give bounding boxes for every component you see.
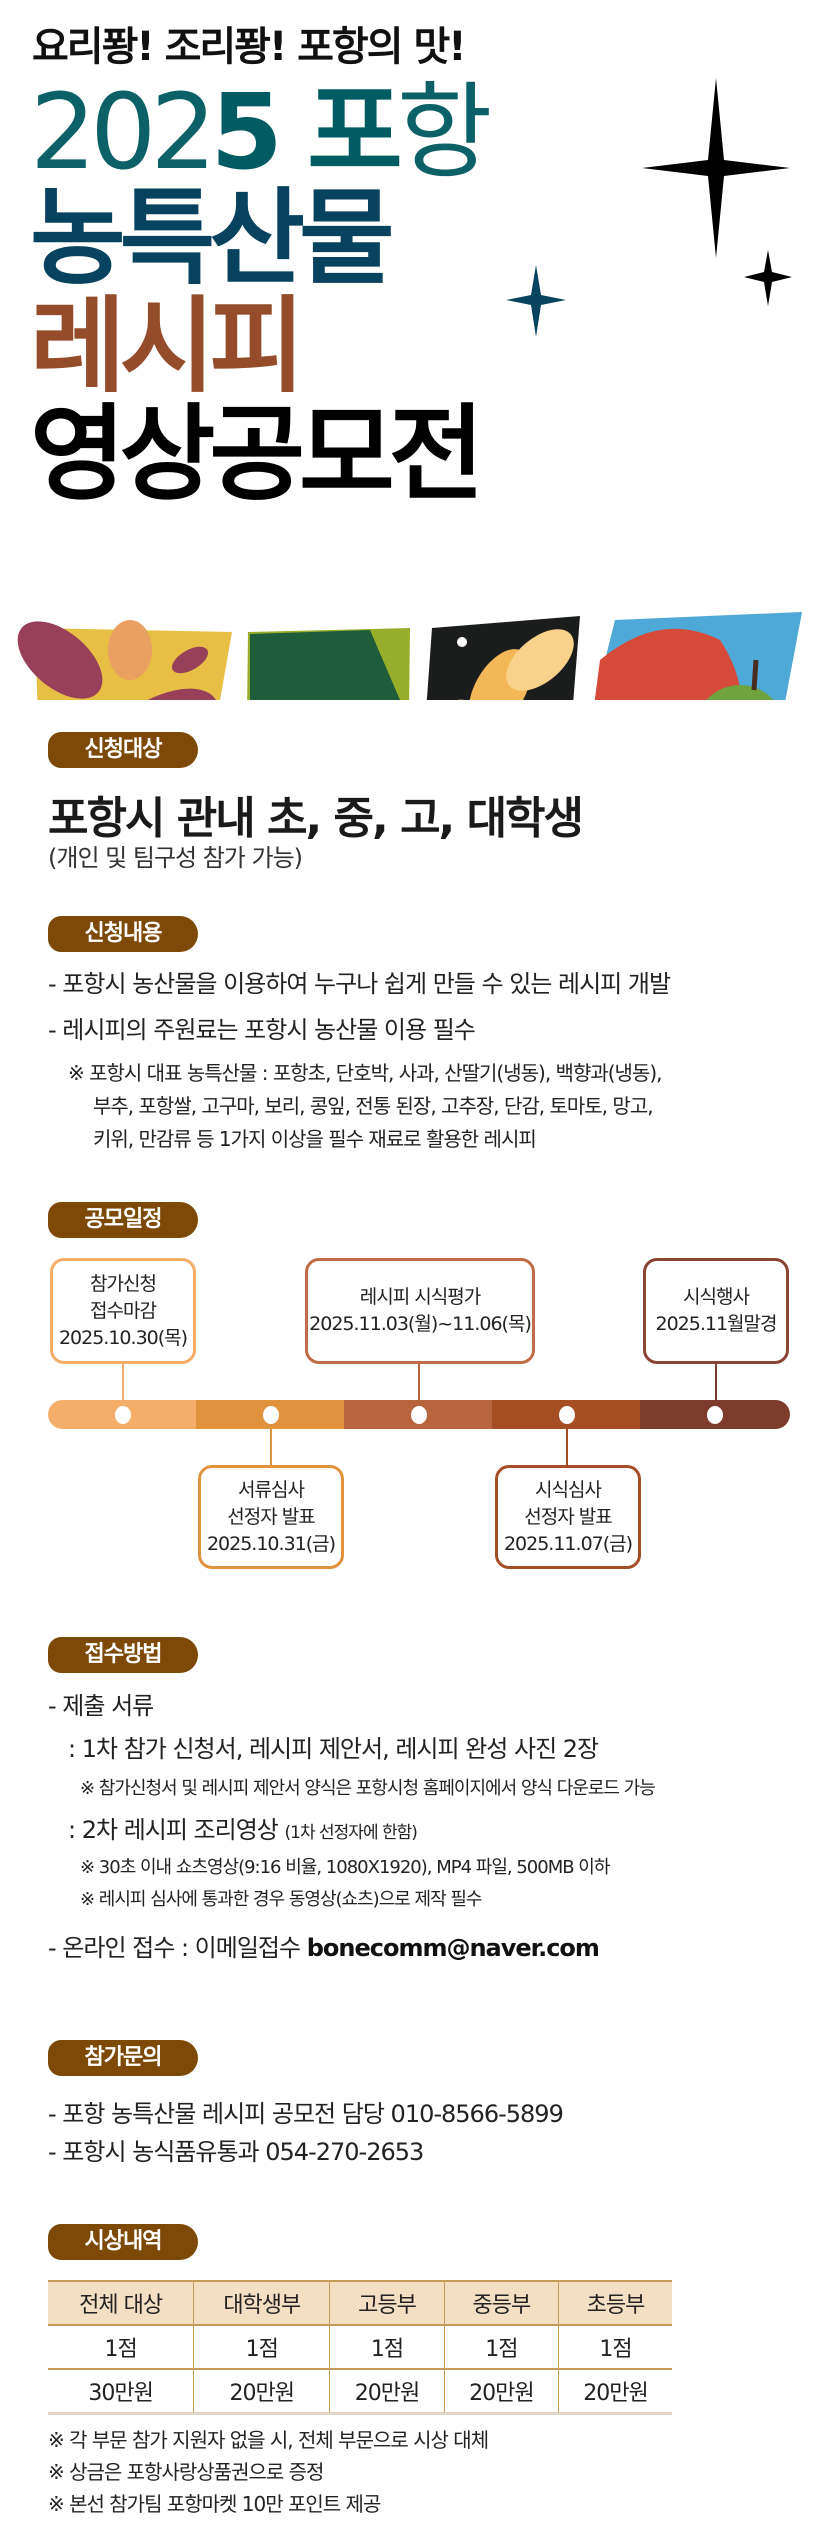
table-cell: 1점 <box>193 2325 330 2370</box>
section-badge-method: 접수방법 <box>48 1637 198 1673</box>
content-note-1: ※ 포항시 대표 농특산물 : 포항초, 단호박, 사과, 산딸기(냉동), 백… <box>68 1061 663 1085</box>
connector <box>566 1429 568 1466</box>
table-header: 중등부 <box>443 2280 559 2326</box>
event-date: 2025.11.03(월)~11.06(목) <box>309 1313 532 1335</box>
table-header: 고등부 <box>329 2280 445 2326</box>
section-badge-inquiry: 참가문의 <box>48 2040 198 2076</box>
event-label: 시식심사 <box>535 1478 602 1501</box>
method-second-label: : 2차 레시피 조리영상 <box>68 1816 279 1844</box>
section-badge-awards: 시상내역 <box>48 2224 198 2260</box>
method-second-small: (1차 선정자에 한함) <box>284 1823 418 1843</box>
event-label: 참가신청 <box>90 1272 157 1295</box>
title-po: 포 <box>276 71 403 193</box>
event-label: 서류심사 <box>238 1478 305 1501</box>
table-cell: 1점 <box>329 2325 445 2370</box>
event-label: 접수마감 <box>90 1299 157 1322</box>
method-online: - 온라인 접수 : 이메일접수 bonecomm@naver.com <box>48 1928 600 1963</box>
awards-note: ※ 각 부문 참가 지원자 없을 시, 전체 부문으로 시상 대체 <box>48 2428 489 2452</box>
method-second-note-2: ※ 레시피 심사에 통과한 경우 동영상(쇼츠)으로 제작 필수 <box>80 1889 482 1910</box>
sparkle-small-icon <box>744 250 792 306</box>
connector <box>715 1363 717 1400</box>
method-first: : 1차 참가 신청서, 레시피 제안서, 레시피 완성 사진 2장 <box>68 1735 599 1763</box>
table-cell: 1점 <box>48 2325 194 2370</box>
connector <box>122 1363 124 1400</box>
method-online-label: - 온라인 접수 : 이메일접수 <box>48 1934 307 1962</box>
method-second-note-1: ※ 30초 이내 쇼츠영상(9:16 비율, 1080X1920), MP4 파… <box>80 1857 610 1878</box>
content-note-3: 키위, 만감류 등 1가지 이상을 필수 재료로 활용한 레시피 <box>93 1127 537 1151</box>
title-year-bold: 5 <box>210 71 283 193</box>
timeline-dot <box>115 1406 131 1424</box>
table-row: 1점 1점 1점 1점 1점 <box>48 2325 672 2370</box>
event-label: 선정자 발표 <box>524 1505 612 1528</box>
connector <box>270 1429 272 1466</box>
timeline-dot <box>707 1406 723 1424</box>
event-date: 2025.10.30(목) <box>58 1326 188 1349</box>
table-cell: 20만원 <box>193 2369 330 2415</box>
event-date: 2025.10.31(금) <box>206 1532 336 1555</box>
awards-note: ※ 본선 참가팀 포항마켓 10만 포인트 제공 <box>48 2492 381 2516</box>
title-hang: 항 <box>396 71 493 193</box>
target-headline: 포항시 관내 초, 중, 고, 대학생 <box>48 793 584 844</box>
content-note-2: 부추, 포항쌀, 고구마, 보리, 콩잎, 전통 된장, 고추장, 단감, 토마… <box>93 1094 654 1118</box>
timeline-dot <box>411 1406 427 1424</box>
method-docs: - 제출 서류 <box>48 1692 154 1720</box>
awards-table: 전체 대상 대학생부 고등부 중등부 초등부 1점 1점 1점 1점 1점 30… <box>48 2280 672 2415</box>
title-year-thin: 202 <box>30 71 216 193</box>
schedule-event-tasting-review: 시식심사 선정자 발표 2025.11.07(금) <box>495 1465 641 1569</box>
connector <box>418 1363 420 1400</box>
title-line-4: 영상공모전 <box>30 393 484 515</box>
table-row: 30만원 20만원 20만원 20만원 20만원 <box>48 2369 672 2415</box>
apple-illustration <box>594 612 802 700</box>
table-cell: 1점 <box>443 2325 559 2370</box>
title-line-3: 레시피 <box>30 285 305 407</box>
sparkle-large-icon <box>642 78 790 258</box>
inquiry-line-1: - 포항 농특산물 레시피 공모전 담당 010-8566-5899 <box>48 2100 564 2128</box>
spinach-illustration <box>247 628 410 700</box>
awards-note: ※ 상금은 포항사랑상품권으로 증정 <box>48 2460 324 2484</box>
event-label: 선정자 발표 <box>227 1505 315 1528</box>
title-line-2: 농특산물 <box>30 177 395 299</box>
event-date: 2025.11.07(금) <box>503 1532 633 1555</box>
section-badge-schedule: 공모일정 <box>48 1202 198 1238</box>
event-date: 2025.11월말경 <box>655 1313 777 1335</box>
table-cell: 20만원 <box>558 2369 672 2415</box>
timeline-dot <box>559 1406 575 1424</box>
content-line-2: - 레시피의 주원료는 포항시 농산물 이용 필수 <box>48 1016 476 1044</box>
tagline: 요리퐝! 조리퐝! 포항의 맛! <box>32 24 467 70</box>
table-header-row: 전체 대상 대학생부 고등부 중등부 초등부 <box>48 2280 672 2326</box>
table-cell: 30만원 <box>48 2369 194 2415</box>
schedule-event-document-review: 서류심사 선정자 발표 2025.10.31(금) <box>198 1465 344 1569</box>
table-cell: 1점 <box>558 2325 672 2370</box>
schedule-event-tasting: 레시피 시식평가 2025.11.03(월)~11.06(목) <box>305 1258 535 1364</box>
section-badge-content: 신청내용 <box>48 916 198 952</box>
email-link[interactable]: bonecomm@naver.com <box>306 1934 600 1962</box>
target-sub: (개인 및 팀구성 참가 가능) <box>48 844 303 872</box>
event-label: 시식행사 <box>683 1286 750 1308</box>
inquiry-line-2: - 포항시 농식품유통과 054-270-2653 <box>48 2138 424 2166</box>
schedule-event-tasting-event: 시식행사 2025.11월말경 <box>643 1258 789 1364</box>
section-badge-target: 신청대상 <box>48 732 198 768</box>
table-header: 대학생부 <box>193 2280 330 2326</box>
title-line-1: 2025 포항 <box>30 80 492 184</box>
method-first-note: ※ 참가신청서 및 레시피 제안서 양식은 포항시청 홈페이지에서 양식 다운로… <box>80 1778 656 1799</box>
timeline-dot <box>263 1406 279 1424</box>
sweet-potato-illustration <box>17 620 232 700</box>
table-cell: 20만원 <box>443 2369 559 2415</box>
table-cell: 20만원 <box>329 2369 445 2415</box>
sparkle-navy-icon <box>506 265 566 337</box>
table-header: 전체 대상 <box>48 2280 194 2326</box>
event-label: 레시피 시식평가 <box>359 1286 481 1308</box>
content-line-1: - 포항시 농산물을 이용하여 누구나 쉽게 만들 수 있는 레시피 개발 <box>48 970 671 998</box>
table-header: 초등부 <box>558 2280 672 2326</box>
pumpkin-seeds-illustration <box>426 616 580 700</box>
decorations <box>17 78 802 700</box>
method-second: : 2차 레시피 조리영상 (1차 선정자에 한함) <box>68 1810 418 1845</box>
schedule-event-application: 참가신청 접수마감 2025.10.30(목) <box>50 1258 196 1364</box>
